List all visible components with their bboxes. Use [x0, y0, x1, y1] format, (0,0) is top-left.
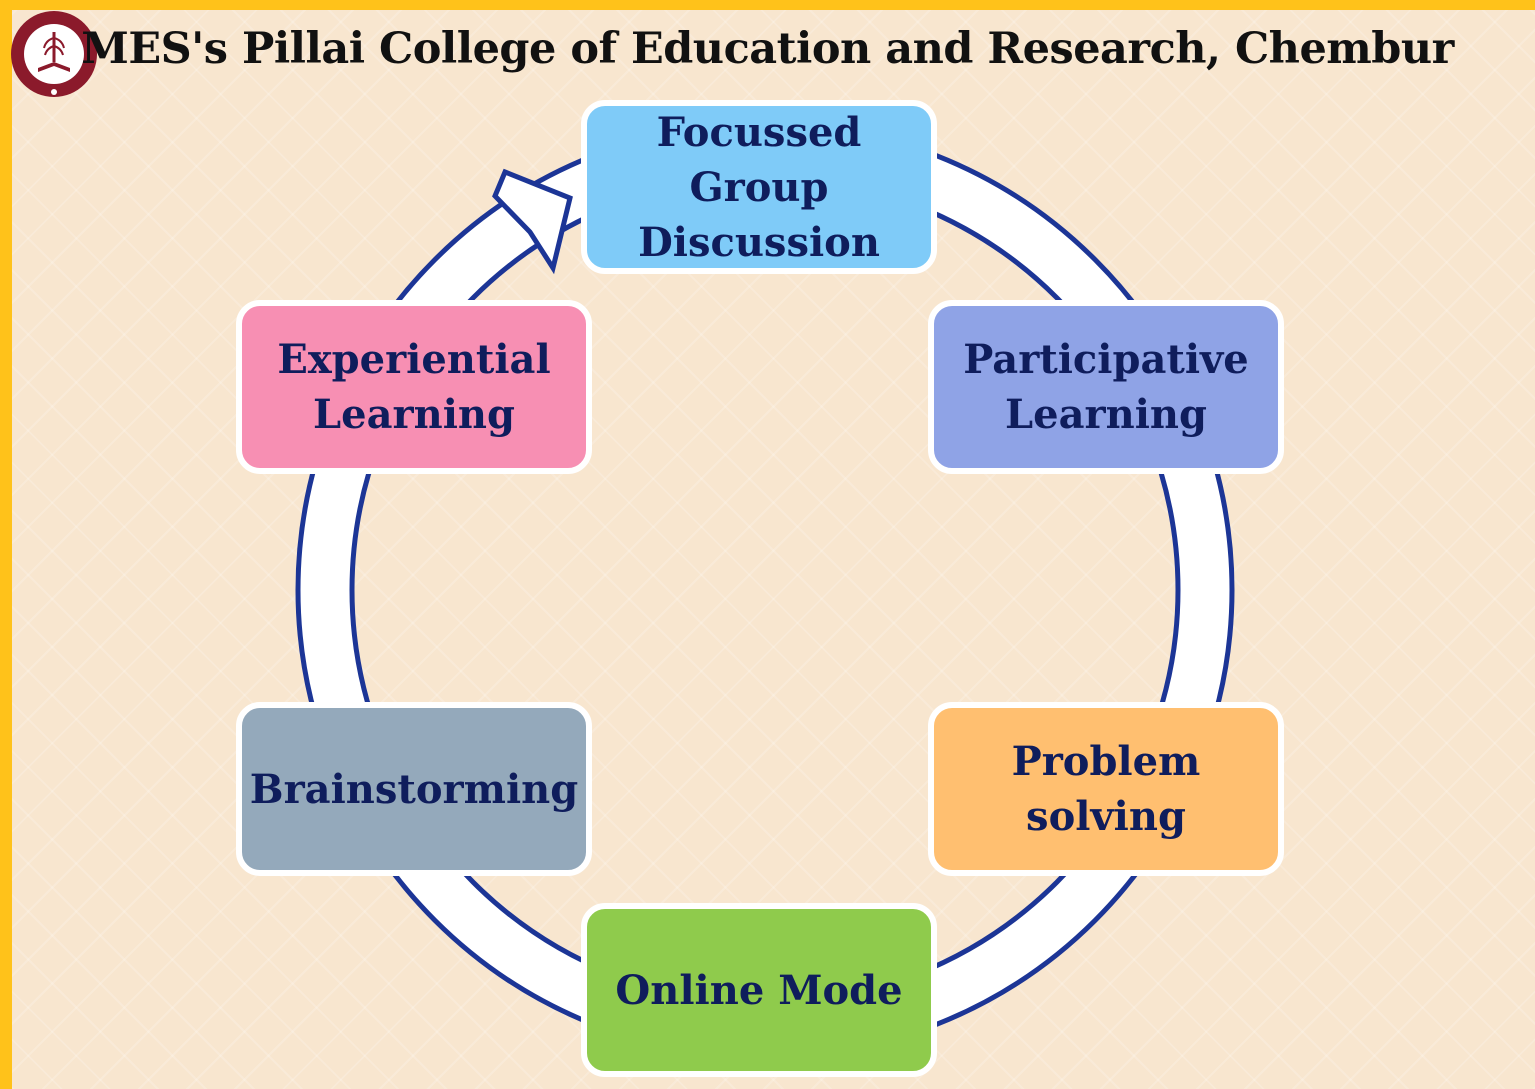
node-label: Experiential Learning — [277, 336, 551, 438]
node-label: Brainstorming — [249, 765, 579, 813]
node-participative-learning: Participative Learning — [928, 300, 1284, 474]
arrowhead-icon — [492, 168, 573, 275]
page-title: MES's Pillai College of Education and Re… — [81, 24, 1454, 74]
node-label: Online Mode — [615, 966, 903, 1014]
ring-band — [298, 123, 1232, 1057]
node-label: Participative Learning — [963, 336, 1249, 438]
node-label: Problem solving — [1011, 738, 1201, 840]
node-focussed-group-discussion: Focussed Group Discussion — [581, 100, 937, 274]
node-experiential-learning: Experiential Learning — [236, 300, 592, 474]
node-problem-solving: Problem solving — [928, 702, 1284, 876]
node-brainstorming: Brainstorming — [236, 702, 592, 876]
college-logo — [11, 11, 97, 97]
node-online-mode: Online Mode — [581, 903, 937, 1077]
node-label: Focussed Group Discussion — [638, 108, 880, 266]
